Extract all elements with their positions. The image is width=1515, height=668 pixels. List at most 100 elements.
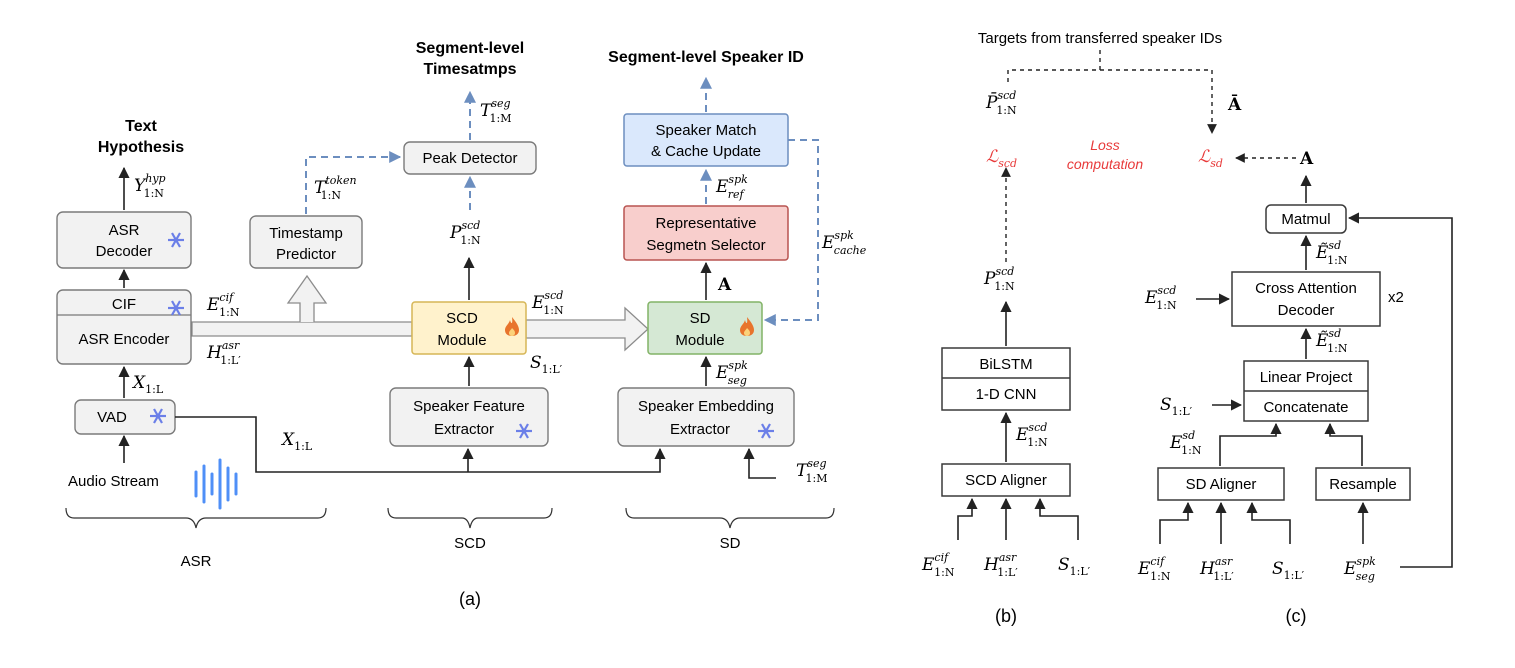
matmul-box xyxy=(1265,204,1347,234)
speaker-feature-extractor-box xyxy=(389,387,549,447)
cross-attention-label-2: Decoder xyxy=(1278,302,1335,319)
bilstm-cnn-box xyxy=(941,347,1071,411)
a-matrix-symbol: A xyxy=(717,275,732,295)
cif-label: CIF xyxy=(112,296,136,313)
caption-a: (a) xyxy=(459,589,481,609)
scd-module-label-2: Module xyxy=(437,332,486,349)
panel-a: Text Hypothesis Segment-level Timesatmps… xyxy=(56,40,867,609)
scd-brace xyxy=(387,507,553,529)
resample-box xyxy=(1315,467,1411,501)
s-input-symbol: S1:L′ xyxy=(1160,395,1193,418)
timestamp-predictor-label: Timestamp xyxy=(269,225,343,242)
sd-module-label-2: Module xyxy=(675,332,724,349)
peak-detector-label: Peak Detector xyxy=(422,150,517,167)
text-hypothesis-title-2: Hypothesis xyxy=(98,139,184,156)
speaker-embedding-extractor-box xyxy=(617,387,795,447)
x-1l-symbol-2: X1:L xyxy=(280,430,313,453)
x-1l-symbol: X1:L xyxy=(131,373,164,396)
timestamp-predictor-label-2: Predictor xyxy=(276,246,336,263)
peak-detector-box xyxy=(403,141,537,175)
timestamp-branch-arrow xyxy=(286,274,328,322)
cnn-label: 1-D CNN xyxy=(976,386,1037,403)
feature-flow-arrow xyxy=(191,321,413,337)
rep-selector-label: Representative xyxy=(656,215,757,232)
linear-project-label: Linear Project xyxy=(1260,369,1353,386)
loss-sd-symbol: ℒsd xyxy=(1198,147,1223,170)
resample-label: Resample xyxy=(1329,476,1397,493)
scd-module-box xyxy=(411,301,527,355)
segment-timestamps-title: Segment-level xyxy=(416,40,524,57)
asr-decoder-label-2: Decoder xyxy=(96,243,153,260)
rep-selector-label-2: Segmetn Selector xyxy=(646,237,765,254)
loss-computation-label: Loss xyxy=(1090,137,1120,153)
sd-module-box xyxy=(647,301,763,355)
speaker-match-label: Speaker Match xyxy=(656,122,757,139)
audio-stream-label: Audio Stream xyxy=(68,473,159,490)
asr-decoder-box xyxy=(56,211,192,269)
scd-aligner-label: SCD Aligner xyxy=(965,472,1047,489)
repeat-x2-label: x2 xyxy=(1388,289,1404,306)
sd-aligner-label: SD Aligner xyxy=(1186,476,1257,493)
sd-aligner-box xyxy=(1157,467,1285,501)
scd-aligner-box xyxy=(941,463,1071,497)
targets-label: Targets from transferred speaker IDs xyxy=(978,30,1222,47)
caption-b: (b) xyxy=(995,606,1017,626)
text-hypothesis-title: Text xyxy=(125,118,157,135)
timestamp-predictor-box xyxy=(249,215,363,269)
scd-module-label: SCD xyxy=(446,310,478,327)
speaker-embedding-label: Speaker Embedding xyxy=(638,398,774,415)
bilstm-label: BiLSTM xyxy=(979,356,1032,373)
asr-encoder-label: ASR Encoder xyxy=(79,331,170,348)
loss-computation-label-2: computation xyxy=(1067,156,1143,172)
caption-c: (c) xyxy=(1286,606,1307,626)
asr-decoder-label: ASR xyxy=(109,222,140,239)
representative-selector-box xyxy=(623,205,789,261)
cross-attention-label: Cross Attention xyxy=(1255,280,1357,297)
input-s-symbol-c: S1:L′ xyxy=(1272,559,1305,582)
feature-flow-arrow-2 xyxy=(525,306,649,352)
asr-brace xyxy=(65,507,327,529)
audio-waveform-icon xyxy=(194,458,238,510)
scd-group-label: SCD xyxy=(454,535,486,552)
s-l-symbol: S1:L′ xyxy=(530,353,563,376)
speaker-embedding-label-2: Extractor xyxy=(670,421,730,438)
sd-group-label: SD xyxy=(720,535,741,552)
matmul-label: Matmul xyxy=(1281,211,1330,228)
segment-timestamps-title-2: Timesatmps xyxy=(423,61,516,78)
sd-brace xyxy=(625,507,835,529)
concatenate-label: Concatenate xyxy=(1263,399,1348,416)
vad-label: VAD xyxy=(97,409,127,426)
a-bar-symbol: Ā xyxy=(1227,94,1242,115)
speaker-feature-label: Speaker Feature xyxy=(413,398,525,415)
speaker-feature-label-2: Extractor xyxy=(434,421,494,438)
a-output-symbol: A xyxy=(1299,149,1314,169)
input-s-symbol: S1:L′ xyxy=(1058,555,1091,578)
segment-speaker-id-title: Segment-level Speaker ID xyxy=(608,49,804,66)
sd-module-label: SD xyxy=(690,310,711,327)
